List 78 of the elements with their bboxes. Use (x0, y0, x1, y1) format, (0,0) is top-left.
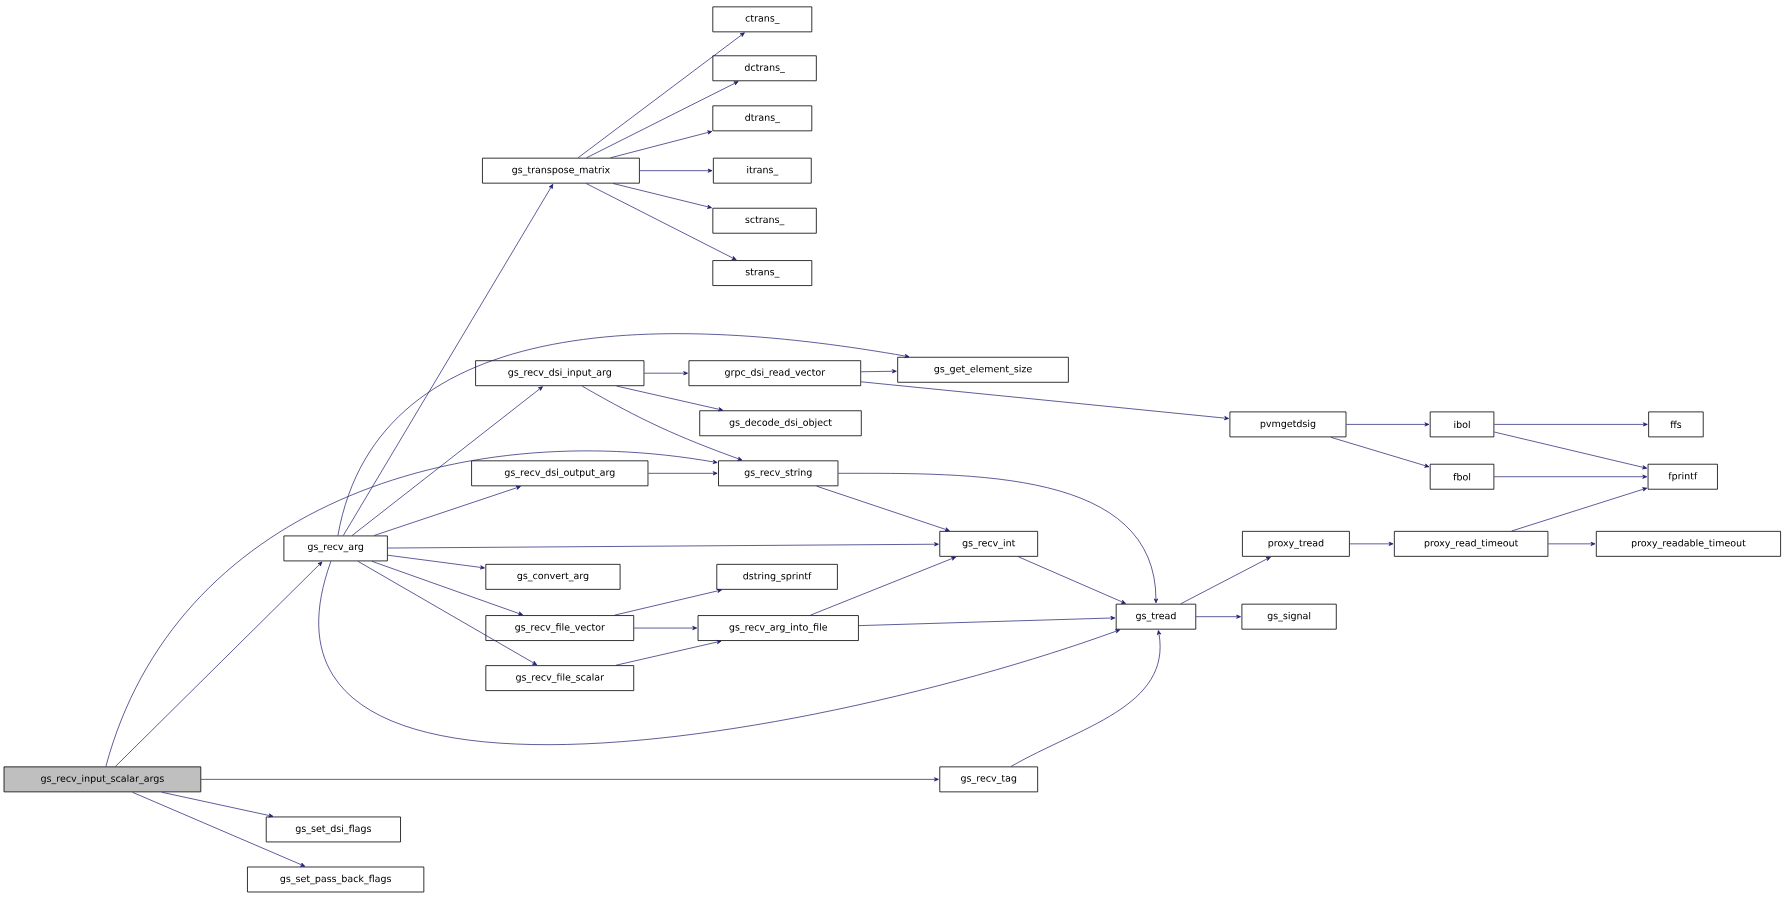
arrow (115, 561, 323, 767)
function-box: proxy_tread (1242, 531, 1350, 557)
arrow (581, 385, 743, 461)
function-box: gs_set_dsi_flags (265, 816, 401, 843)
arrow (577, 32, 745, 159)
arrow (1493, 431, 1648, 470)
function-box: gs_decode_dsi_object (699, 410, 862, 437)
arrow (648, 471, 718, 476)
function-box: gs_tread (1115, 603, 1197, 630)
function-box: pvmgetdsig (1229, 411, 1347, 438)
function-box: gs_set_pass_back_flags (247, 866, 425, 893)
function-box: dtrans_ (712, 105, 813, 132)
arrow (342, 184, 554, 536)
arrow (387, 542, 939, 549)
arrow (337, 333, 910, 536)
arrow (200, 777, 939, 782)
arrow (1330, 437, 1430, 468)
arrow (816, 485, 950, 532)
function-box: gs_recv_string (718, 460, 839, 487)
arrow (387, 554, 485, 570)
function-box: gs_recv_arg_into_file (697, 615, 859, 642)
function-box: fprintf (1647, 463, 1718, 490)
arrow (161, 792, 274, 818)
function-box: ibol (1429, 411, 1495, 438)
function-box: gs_convert_arg (485, 564, 621, 590)
arrow (1493, 474, 1648, 479)
function-box: gs_recv_tag (939, 766, 1039, 793)
function-box: grpc_dsi_read_vector (688, 360, 862, 387)
function-box: gs_recv_file_vector (485, 615, 635, 642)
function-box: proxy_readable_timeout (1595, 531, 1781, 557)
arrow (373, 485, 521, 536)
function-box: strans_ (712, 260, 813, 287)
arrow (633, 626, 698, 631)
function-box: fbol (1429, 463, 1495, 490)
arrow (639, 168, 713, 173)
arrow (1010, 630, 1162, 767)
function-box: gs_signal (1241, 603, 1337, 630)
arrow (132, 792, 306, 867)
function-box: gs_recv_file_scalar (485, 665, 635, 692)
function-box: proxy_read_timeout (1393, 531, 1549, 557)
arrow (585, 183, 737, 261)
function-box: ctrans_ (712, 6, 813, 33)
arrow (371, 561, 523, 616)
function-box: gs_recv_dsi_input_arg (475, 360, 645, 387)
arrow (351, 386, 543, 536)
arrow (1346, 422, 1430, 427)
arrow (105, 450, 718, 767)
arrow (1018, 556, 1126, 604)
function-box: dstring_sprintf (716, 564, 838, 590)
function-box: gs_recv_dsi_output_arg (471, 460, 649, 487)
function-box: gs_recv_int (939, 531, 1039, 557)
function-box: gs_recv_arg (283, 535, 388, 562)
arrow (858, 616, 1116, 627)
arrow (1180, 556, 1271, 605)
arrow (1493, 422, 1648, 427)
function-box: dctrans_ (712, 55, 817, 82)
function-box: itrans_ (712, 157, 812, 184)
arrow (613, 183, 712, 209)
arrow (357, 561, 538, 666)
function-box: ffs (1648, 411, 1704, 438)
arrow (614, 588, 722, 616)
arrow (318, 561, 1121, 745)
arrow (1349, 541, 1394, 546)
function-box: gs_transpose_matrix (482, 157, 640, 184)
arrow (838, 473, 1158, 604)
arrow (1511, 487, 1648, 532)
arrow (1548, 541, 1596, 546)
arrow (1195, 614, 1241, 619)
arrow (615, 640, 722, 666)
function-box: sctrans_ (712, 207, 817, 234)
arrow (860, 381, 1229, 421)
arrow (644, 371, 688, 376)
arrow (616, 385, 724, 412)
function-box: gs_recv_input_scalar_args (3, 766, 202, 793)
arrow (586, 81, 739, 159)
arrow (860, 369, 897, 374)
function-box: gs_get_element_size (897, 356, 1069, 383)
arrow (610, 130, 713, 159)
